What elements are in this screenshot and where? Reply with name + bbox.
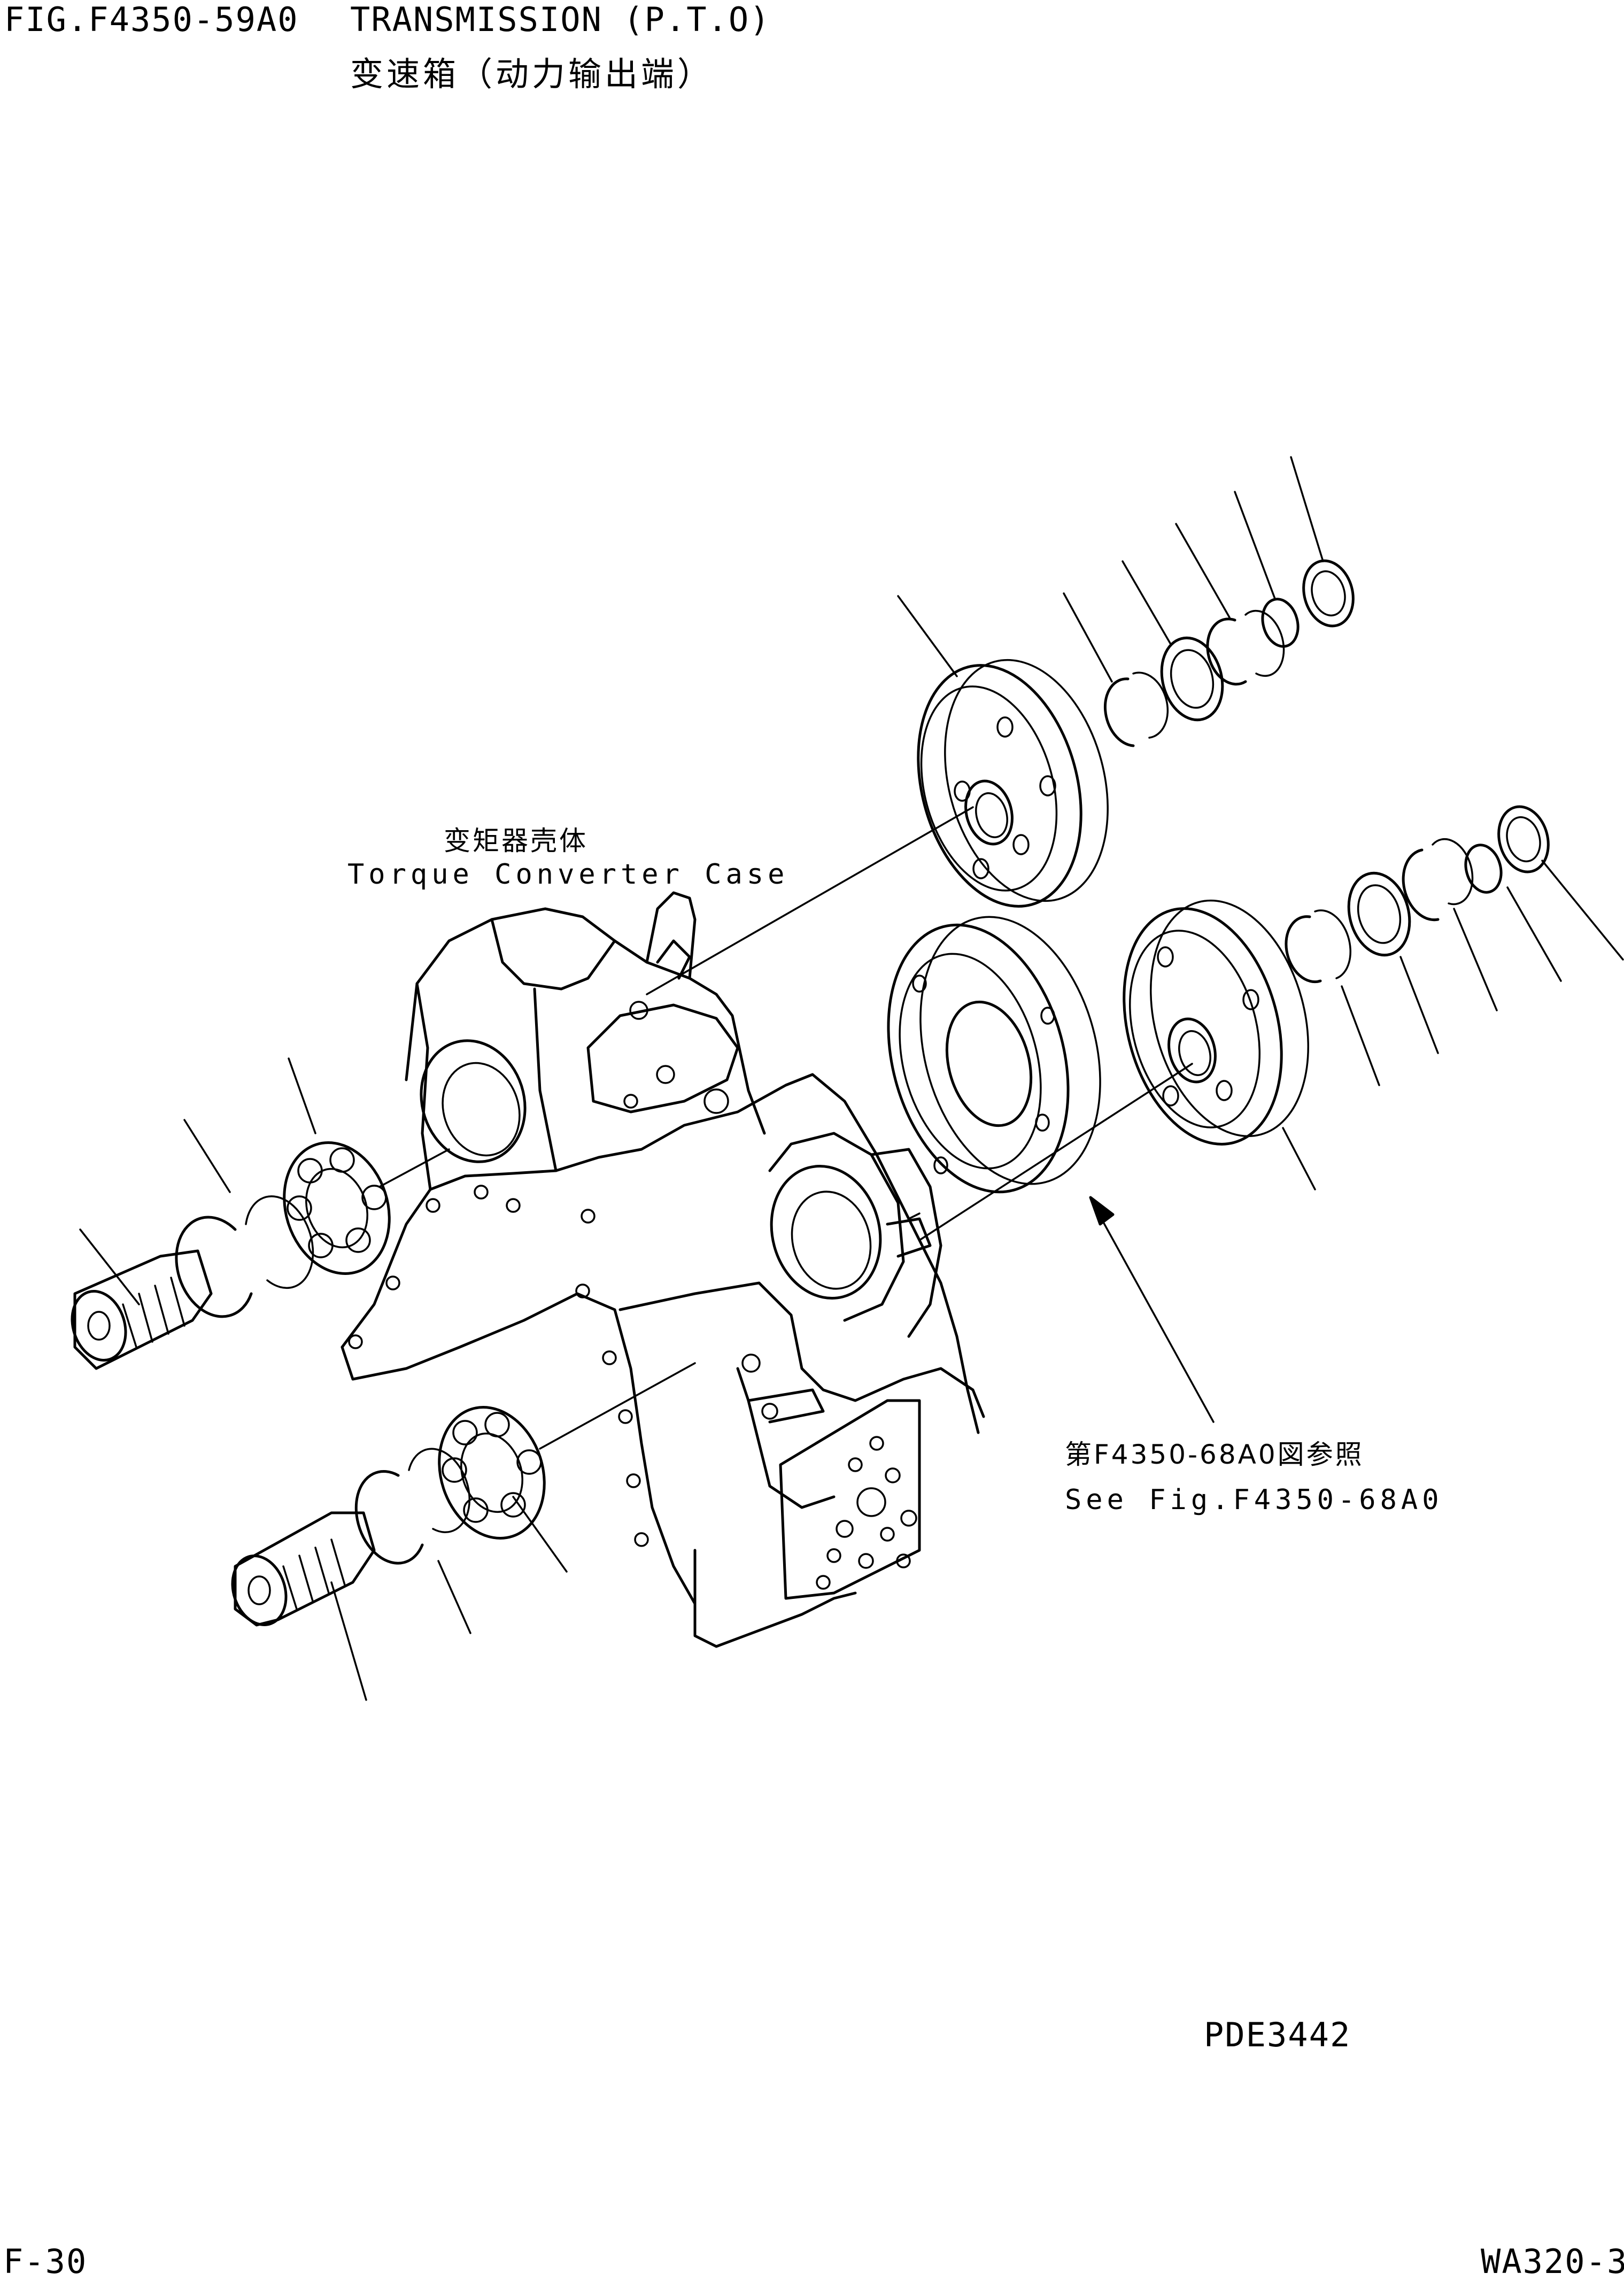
lower-idler-gear xyxy=(1123,899,1309,1146)
transmission-housing xyxy=(341,891,985,1648)
figure-title-chinese: 变速箱（动力输出端） xyxy=(350,55,714,94)
figure-code: FIG.F4350-59A0 xyxy=(4,0,299,39)
left-upper-parts xyxy=(71,1141,391,1370)
left-lower-parts xyxy=(231,1406,546,1627)
case-label-english: Torque Converter Case xyxy=(347,859,789,891)
drawing-number: PDE3442 xyxy=(1204,2015,1351,2054)
leader-lines xyxy=(79,456,1624,1701)
case-label-chinese: 变矩器壳体 xyxy=(444,825,588,856)
page-number: F-30 xyxy=(3,2242,88,2281)
alignment-lines xyxy=(378,806,1193,1450)
reference-label-chinese: 第F4350-68A0図参照 xyxy=(1065,1439,1364,1470)
reference-label-english: See Fig.F4350-68A0 xyxy=(1065,1484,1443,1516)
lower-shaft-parts xyxy=(1285,805,1550,984)
upper-shaft-parts xyxy=(1104,559,1355,747)
model-code: WA320-3 xyxy=(1481,2242,1624,2281)
upper-idler-gear xyxy=(917,659,1109,908)
figure-title-english: TRANSMISSION (P.T.O) xyxy=(350,0,771,39)
middle-output-gear xyxy=(887,916,1101,1194)
